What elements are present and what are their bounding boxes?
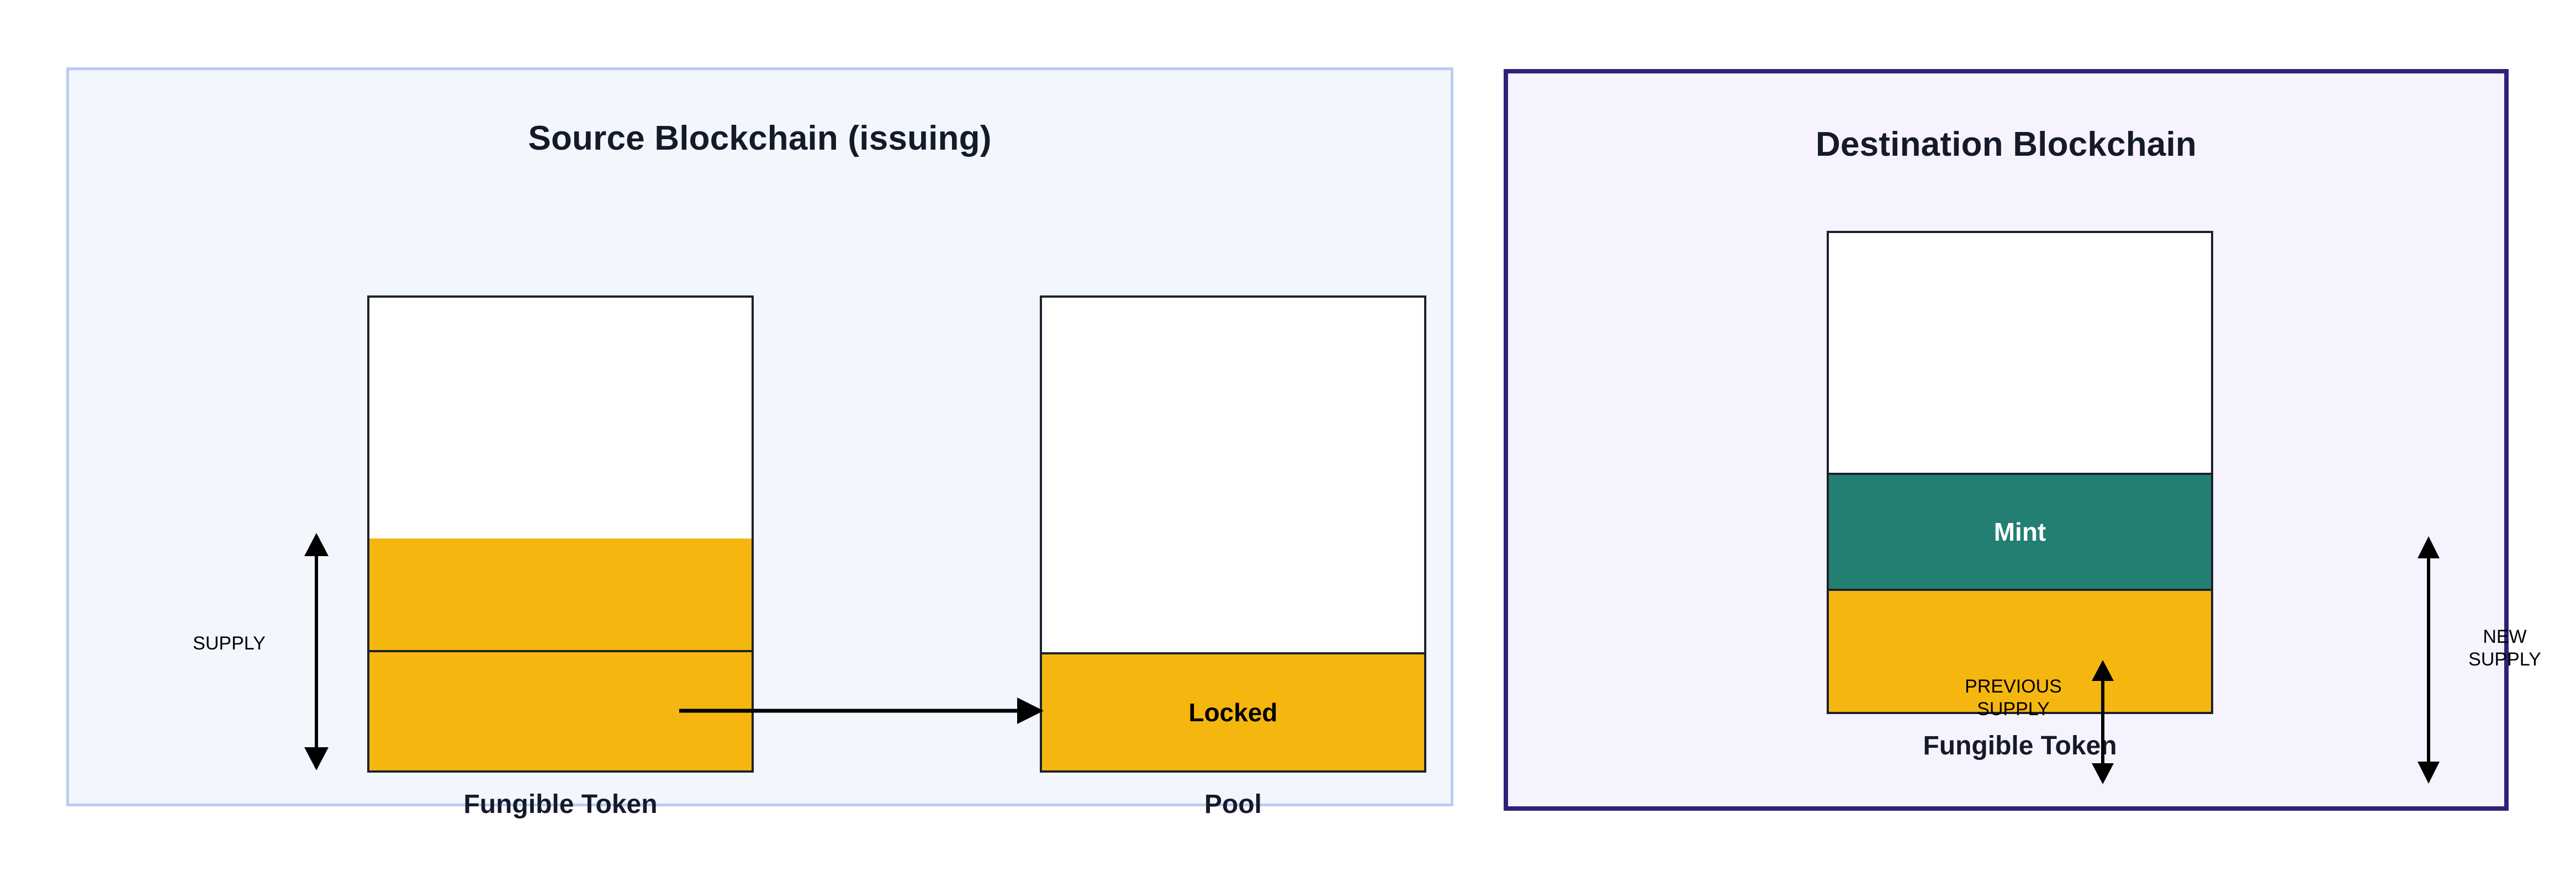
- destination-blockchain-panel: Destination Blockchain Mint Fungible Tok…: [1504, 69, 2541, 811]
- pool-locked-segment: Locked: [1042, 652, 1424, 770]
- pool-caption: Pool: [1204, 790, 1262, 819]
- destination-panel-title: Destination Blockchain: [1816, 125, 2197, 163]
- source-blockchain-panel: Source Blockchain (issuing) Fungible Tok…: [66, 67, 1453, 819]
- previous-supply-measure-label: PREVIOUS SUPPLY: [1965, 676, 2062, 720]
- destination-token-mint-segment: Mint: [1829, 472, 2211, 589]
- destination-token-headroom-segment: [1829, 233, 2211, 473]
- destination-token-previous-supply-segment: [1829, 589, 2211, 712]
- transfer-arrow: [679, 698, 1044, 724]
- source-token-supply-upper-segment: [369, 538, 752, 650]
- source-panel-title: Source Blockchain (issuing): [528, 119, 992, 157]
- destination-fungible-token-stack: Mint: [1827, 231, 2213, 714]
- new-supply-measure-label: NEW SUPPLY: [2468, 626, 2541, 670]
- supply-measure-label: SUPPLY: [193, 633, 266, 654]
- source-token-headroom-segment: [369, 298, 752, 538]
- previous-supply-measure-arrow: [2092, 660, 2114, 784]
- pool-empty-segment: [1042, 298, 1424, 652]
- pool-stack: Locked: [1040, 295, 1426, 773]
- new-supply-measure-arrow: [2418, 536, 2440, 784]
- pool-locked-label: Locked: [1188, 698, 1278, 727]
- supply-measure-arrow: [304, 533, 329, 770]
- source-fungible-token-caption: Fungible Token: [463, 790, 658, 819]
- destination-token-mint-label: Mint: [1993, 517, 2046, 546]
- destination-fungible-token-caption: Fungible Token: [1923, 731, 2117, 760]
